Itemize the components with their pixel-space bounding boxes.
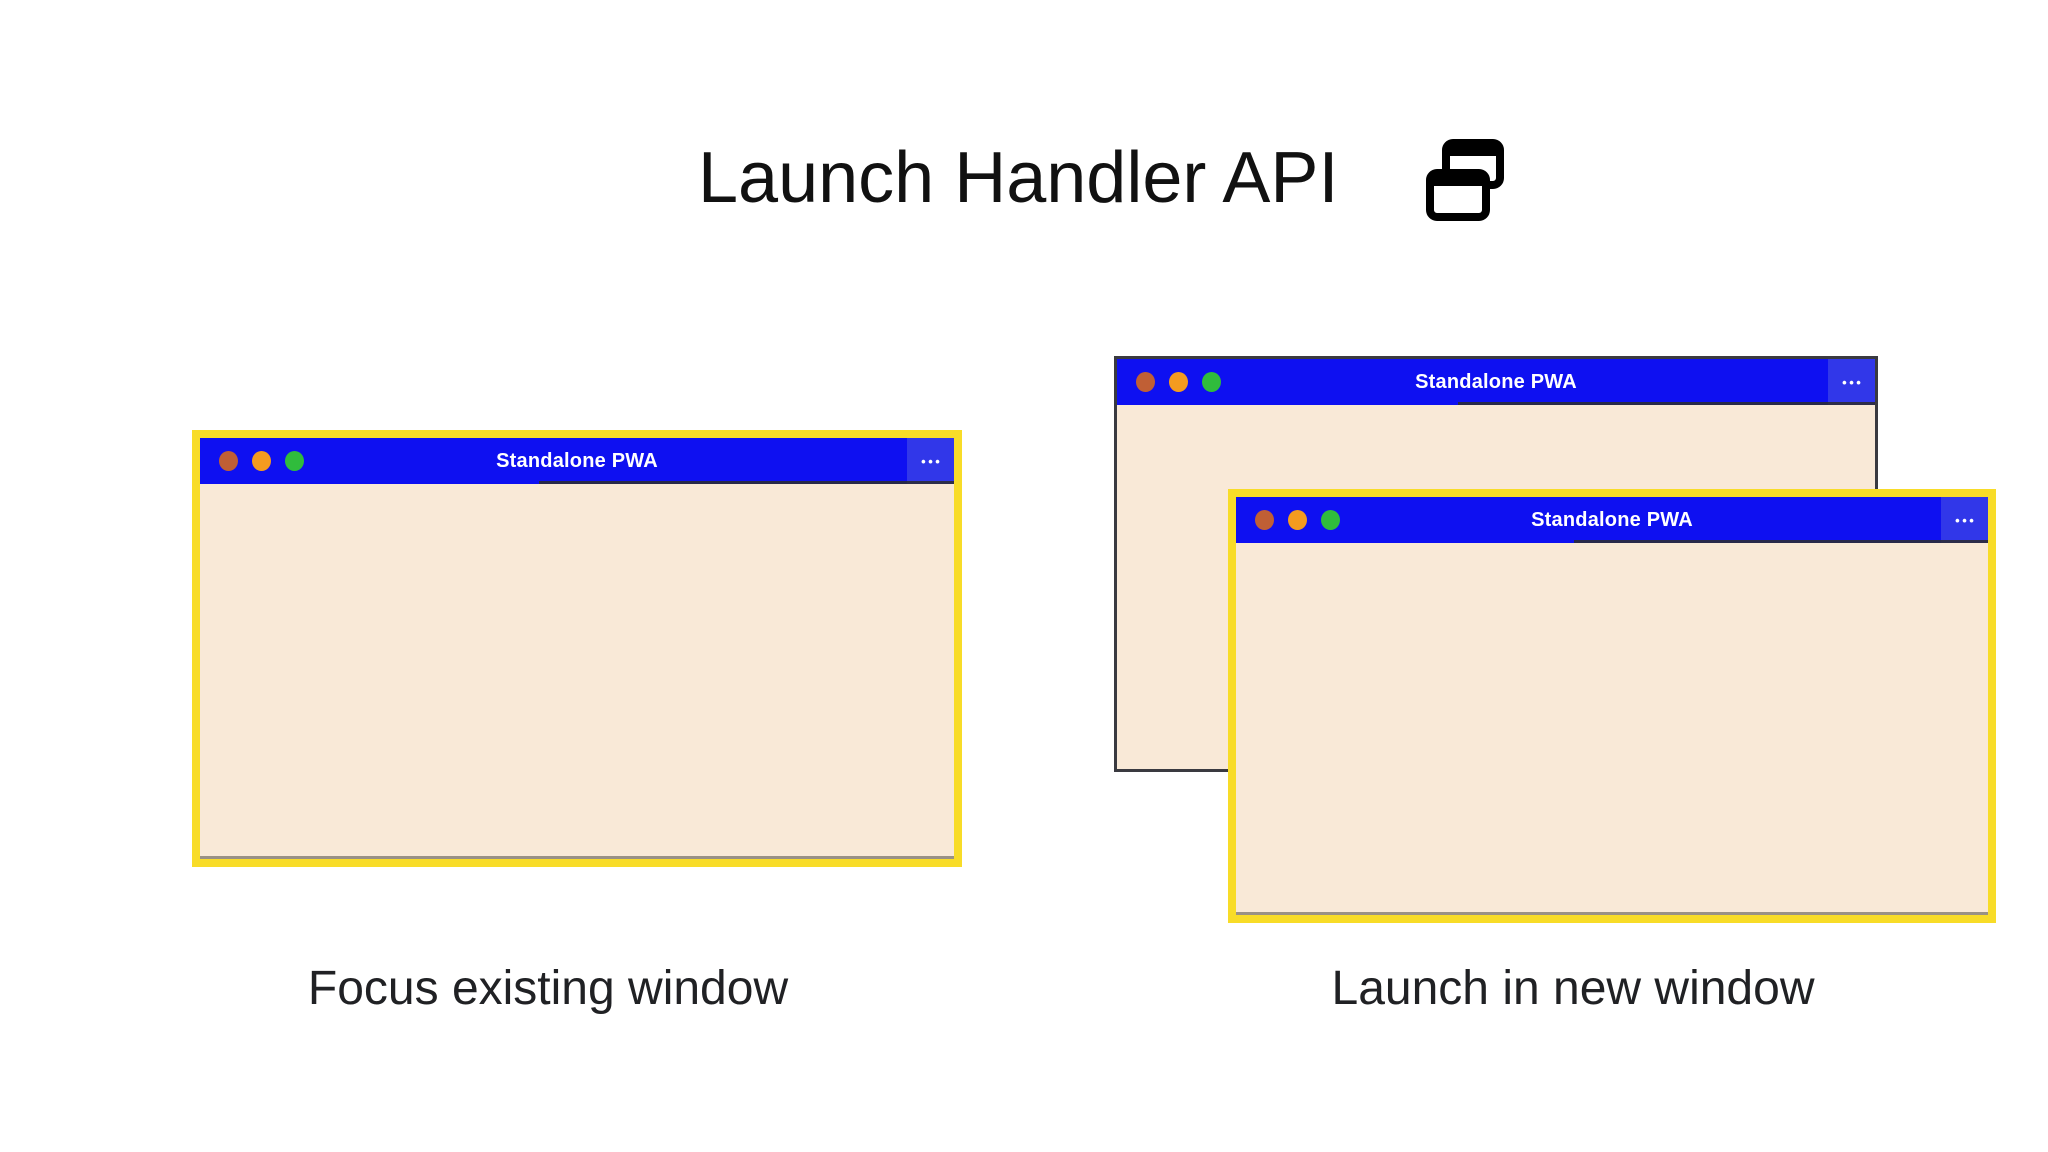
- pwa-window-existing: Standalone PWA •••: [192, 430, 962, 867]
- close-icon[interactable]: [1255, 510, 1274, 530]
- ellipsis-icon: •••: [1842, 374, 1864, 390]
- window-body: [1236, 543, 1988, 915]
- traffic-lights: [1136, 372, 1221, 392]
- traffic-lights: [219, 451, 304, 471]
- close-icon[interactable]: [219, 451, 238, 471]
- maximize-icon[interactable]: [1321, 510, 1340, 530]
- icon-front-window: [1426, 169, 1490, 221]
- minimize-icon[interactable]: [1169, 372, 1188, 392]
- titlebar[interactable]: Standalone PWA •••: [1236, 497, 1988, 543]
- titlebar-shadow: [1458, 402, 1875, 405]
- more-menu-button[interactable]: •••: [907, 438, 954, 484]
- overlapping-windows-icon: [1426, 139, 1506, 221]
- window-title: Standalone PWA: [496, 449, 658, 472]
- pwa-window-new: Standalone PWA •••: [1228, 489, 1996, 923]
- minimize-icon[interactable]: [1288, 510, 1307, 530]
- titlebar[interactable]: Standalone PWA •••: [1117, 359, 1875, 405]
- close-icon[interactable]: [1136, 372, 1155, 392]
- ellipsis-icon: •••: [921, 453, 943, 469]
- maximize-icon[interactable]: [1202, 372, 1221, 392]
- titlebar-shadow: [1574, 540, 1988, 543]
- page-title: Launch Handler API: [698, 138, 1339, 218]
- minimize-icon[interactable]: [252, 451, 271, 471]
- ellipsis-icon: •••: [1955, 512, 1977, 528]
- titlebar[interactable]: Standalone PWA •••: [200, 438, 954, 484]
- more-menu-button[interactable]: •••: [1828, 359, 1875, 405]
- window-title: Standalone PWA: [1415, 370, 1577, 393]
- titlebar-shadow: [539, 481, 954, 484]
- window-title: Standalone PWA: [1531, 508, 1693, 531]
- window-body: [200, 484, 954, 859]
- more-menu-button[interactable]: •••: [1941, 497, 1988, 543]
- caption-focus-existing: Focus existing window: [307, 962, 789, 1015]
- caption-launch-new: Launch in new window: [1331, 962, 1815, 1015]
- traffic-lights: [1255, 510, 1340, 530]
- maximize-icon[interactable]: [285, 451, 304, 471]
